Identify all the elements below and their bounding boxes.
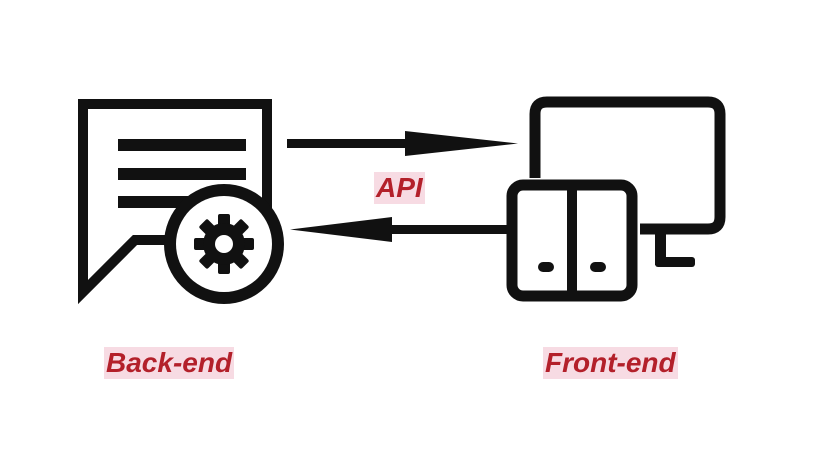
- api-label: API: [374, 172, 425, 204]
- frontend-device-icon: [506, 96, 726, 302]
- arrow-to-frontend: [287, 131, 518, 156]
- backend-label: Back-end: [104, 347, 235, 379]
- frontend-label: Front-end: [543, 347, 678, 379]
- gear-icon: [164, 184, 284, 304]
- arrow-to-backend: [290, 217, 508, 242]
